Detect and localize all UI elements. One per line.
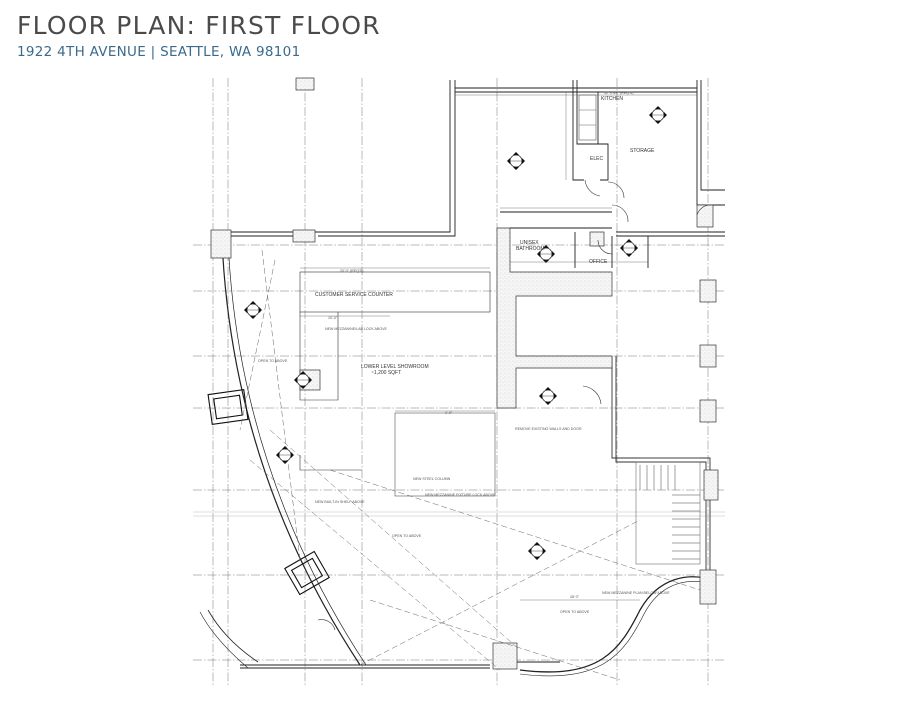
doors [317,179,712,631]
dim-showroom: 1'-0" [445,411,453,415]
columns [207,389,330,596]
note-new-mezzanine-plan: NEW MEZZANINE PLAN BELOW ABOVE [602,591,670,595]
note-mezzanine-above: NEW MEZZANINE/LAB LOCK ABOVE [325,327,388,331]
note-open-to-above-bottom: OPEN TO ABOVE [560,610,590,614]
room-label-service-counter: CUSTOMER SERVICE COUNTER [315,292,393,298]
note-open-above: OPEN TO ABOVE [258,359,288,363]
note-remove-walls: REMOVE EXISTING WALLS AND DOOR [515,427,582,431]
dim-bottom: 28' 0" [570,595,580,599]
note-new-built-in-shelf: NEW BUILT-IN SHELF ABOVE [315,500,365,504]
room-label-showroom-area: ~1,200 SQFT [371,370,401,376]
note-new-mezzanine-fixture: NEW MEZZANINE FIXTURE LOCK ABOVE [425,493,496,497]
dim-counter: 10'-0" [328,316,338,320]
dim-counter-width: 20' 0" (REQ'D) [340,269,363,273]
room-label-storage: STORAGE [630,148,655,154]
hatched-walls [210,77,719,670]
note-new-steel-column: NEW STEEL COLUMN [413,477,451,481]
page-title: FLOOR PLAN: FIRST FLOOR [17,11,381,40]
room-label-office: OFFICE [589,259,608,265]
room-label-kitchen: KITCHEN [601,96,623,102]
dim-top-right: 12' 3 3/4" (REQ'D) [604,91,633,95]
section-tags [243,105,668,561]
room-label-bathroom-1: UNISEX [520,240,539,246]
dashed-diagonals [239,249,701,681]
stairs [635,461,701,565]
grid-lines [193,78,725,685]
walls [199,80,725,677]
room-label-bathroom-2: BATHROOM [516,246,545,252]
note-open-to-above-mid: OPEN TO ABOVE [392,534,422,538]
room-label-showroom: LOWER LEVEL SHOWROOM [361,364,429,370]
address-subtitle: 1922 4TH AVENUE | SEATTLE, WA 98101 [17,44,301,60]
dimension-lines [300,92,700,601]
room-label-elec: ELEC [590,156,603,162]
